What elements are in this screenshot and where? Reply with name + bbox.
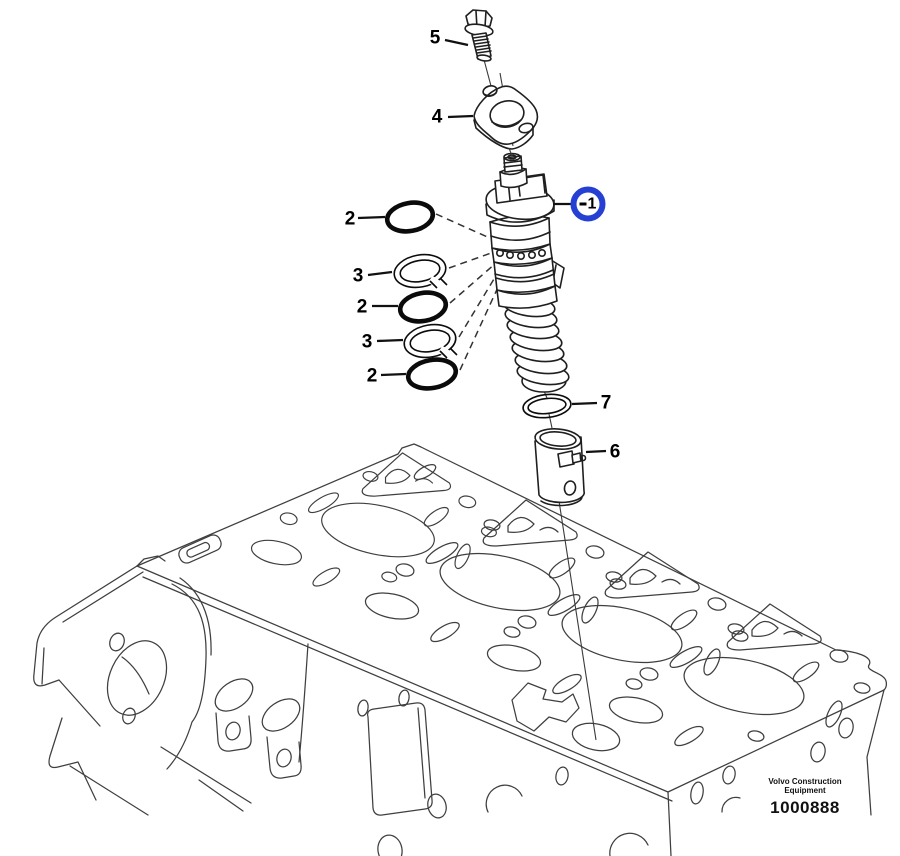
callout-3: 3	[361, 331, 373, 353]
brand-text-line1: Volvo Construction	[768, 777, 842, 786]
callout-6: 6	[609, 441, 621, 463]
callout-7: 7	[600, 392, 612, 414]
callout-1-highlighted[interactable]: 1	[570, 186, 606, 222]
injector-illustration	[485, 147, 570, 393]
sleeve-illustration	[534, 428, 587, 507]
callout-5: 5	[429, 27, 441, 49]
callout-2: 2	[356, 296, 368, 318]
oring-set-illustration	[384, 200, 459, 391]
backup-ring-2	[403, 323, 458, 361]
bolt-illustration	[464, 9, 494, 62]
figure-footer: Volvo Construction Equipment 1000888	[768, 777, 842, 818]
callout-leader-lines	[357, 38, 607, 454]
figure-number: 1000888	[770, 798, 840, 817]
brand-text-line2: Equipment	[784, 785, 826, 795]
seal-ring-illustration	[522, 393, 572, 419]
cylinder-head-illustration	[33, 443, 888, 856]
oring-dashed-leaders	[435, 213, 500, 371]
callout-2: 2	[344, 208, 356, 230]
backup-ring-1	[393, 253, 448, 291]
callout-3: 3	[352, 265, 364, 287]
callout-4: 4	[431, 106, 443, 128]
callout-2: 2	[366, 365, 378, 387]
clamp-illustration	[473, 85, 539, 150]
